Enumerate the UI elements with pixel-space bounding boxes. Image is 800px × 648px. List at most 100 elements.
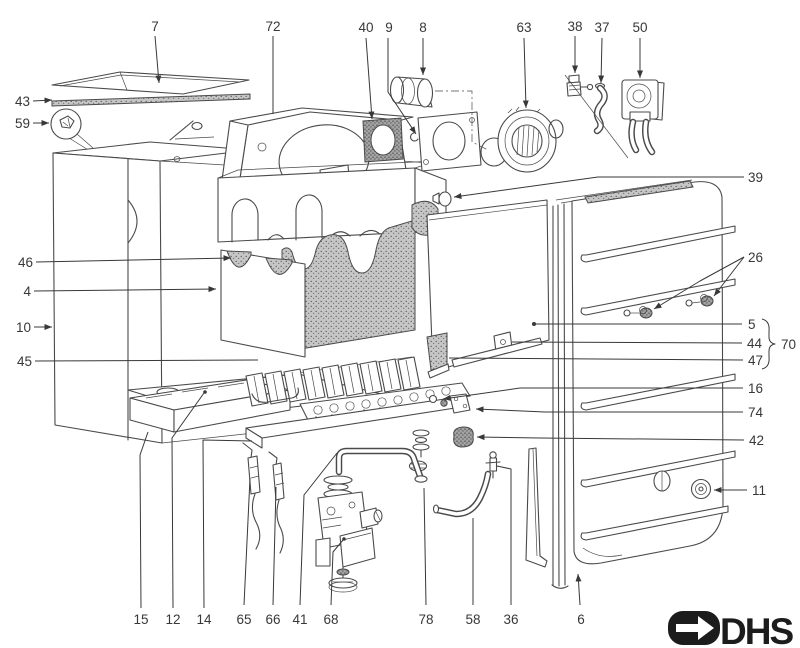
callout-26: 26 bbox=[748, 250, 763, 265]
part-fitting-36 bbox=[485, 451, 501, 479]
callout-38: 38 bbox=[567, 19, 582, 34]
leader-47 bbox=[448, 357, 744, 361]
leader-9 bbox=[387, 38, 417, 135]
callout-6: 6 bbox=[577, 612, 585, 627]
callout-40: 40 bbox=[358, 20, 373, 35]
callout-50: 50 bbox=[632, 20, 647, 35]
part-top-lid bbox=[51, 71, 250, 95]
part-burner-bars bbox=[239, 356, 421, 407]
detail-bubble-clip bbox=[50, 108, 94, 152]
leader-36 bbox=[496, 465, 512, 605]
logo-wordmark: DHS bbox=[720, 611, 793, 648]
callout-4: 4 bbox=[23, 284, 31, 299]
drawing bbox=[50, 71, 736, 593]
callout-44: 44 bbox=[747, 336, 763, 351]
leader-78 bbox=[423, 487, 427, 606]
leader-lines bbox=[32, 35, 776, 609]
leader-44 bbox=[511, 341, 743, 344]
leader-63 bbox=[522, 37, 529, 109]
callout-45: 45 bbox=[17, 354, 32, 369]
leader-74 bbox=[475, 406, 743, 413]
leader-66 bbox=[272, 486, 277, 606]
callout-5: 5 bbox=[748, 317, 756, 332]
leader-41 bbox=[299, 452, 338, 606]
part-electrode-right bbox=[268, 451, 285, 554]
part-fan bbox=[480, 106, 564, 173]
part-fan-plate bbox=[410, 111, 482, 172]
callout-72: 72 bbox=[265, 19, 280, 34]
callout-46: 46 bbox=[18, 255, 33, 270]
screw-pair-left bbox=[623, 306, 653, 319]
part-hose bbox=[432, 470, 492, 518]
leader-46 bbox=[35, 255, 232, 263]
leader-5-dot bbox=[532, 322, 536, 326]
part-inner-door bbox=[426, 191, 550, 379]
screw-pair-right bbox=[685, 294, 714, 307]
leader-65 bbox=[243, 477, 251, 606]
arrow-logo-icon bbox=[668, 611, 720, 645]
leader-39 bbox=[453, 176, 744, 199]
part-gas-pipe bbox=[335, 447, 428, 483]
leader-40 bbox=[365, 37, 375, 120]
part-insulation-rear bbox=[281, 219, 416, 353]
callout-43: 43 bbox=[15, 94, 30, 109]
callout-59: 59 bbox=[15, 116, 30, 131]
callout-41: 41 bbox=[292, 612, 307, 627]
brace-70 bbox=[761, 318, 776, 370]
part-flue-pipe bbox=[389, 76, 434, 108]
leader-45 bbox=[34, 359, 259, 362]
leader-15 bbox=[139, 431, 149, 609]
part-gas-valve bbox=[315, 475, 383, 593]
leader-26a bbox=[653, 256, 745, 310]
part-electrode-left bbox=[242, 442, 261, 550]
part-tube-37 bbox=[593, 82, 608, 135]
part-insulation-front bbox=[220, 200, 439, 358]
part-manifold bbox=[245, 393, 471, 449]
leader-4 bbox=[33, 286, 217, 293]
leader-14 bbox=[202, 439, 253, 609]
callout-78: 78 bbox=[418, 612, 433, 627]
leader-37 bbox=[598, 37, 605, 84]
leader-43 bbox=[32, 97, 53, 104]
part-fitting-38 bbox=[566, 74, 594, 97]
part-flue-gasket bbox=[362, 117, 404, 163]
leader-7 bbox=[154, 35, 162, 84]
callout-16: 16 bbox=[748, 381, 763, 396]
callout-8: 8 bbox=[419, 20, 427, 35]
callout-42: 42 bbox=[749, 433, 764, 448]
callout-37: 37 bbox=[594, 20, 609, 35]
callout-9: 9 bbox=[385, 20, 393, 35]
leader-68-dot bbox=[342, 537, 346, 541]
callout-74: 74 bbox=[748, 405, 764, 420]
brand-logo: DHS bbox=[668, 611, 795, 648]
callout-63: 63 bbox=[516, 20, 531, 35]
callout-12: 12 bbox=[165, 612, 180, 627]
callout-15: 15 bbox=[133, 612, 148, 627]
callout-7: 7 bbox=[151, 19, 159, 34]
leader-42 bbox=[476, 434, 745, 441]
centerline bbox=[435, 90, 489, 151]
callout-68: 68 bbox=[323, 612, 338, 627]
callout-65: 65 bbox=[236, 612, 251, 627]
part-side-panel bbox=[551, 179, 736, 589]
callout-14: 14 bbox=[196, 612, 212, 627]
callouts: 7 72 40 9 8 63 38 37 50 43 59 46 4 10 45… bbox=[15, 19, 796, 627]
leader-12-dot bbox=[203, 390, 207, 394]
leader-12 bbox=[171, 392, 205, 609]
callout-66: 66 bbox=[265, 612, 280, 627]
callout-70: 70 bbox=[781, 337, 796, 352]
callout-39: 39 bbox=[748, 170, 763, 185]
callout-58: 58 bbox=[465, 612, 480, 627]
callout-47: 47 bbox=[748, 353, 763, 368]
part-top-seal-strip bbox=[51, 93, 251, 107]
leader-26b bbox=[713, 256, 745, 297]
leader-16 bbox=[442, 387, 743, 401]
callout-10: 10 bbox=[16, 320, 31, 335]
callout-11: 11 bbox=[752, 483, 766, 498]
leader-68 bbox=[330, 539, 344, 606]
part-grommet-42 bbox=[453, 426, 474, 448]
leader-6 bbox=[575, 573, 582, 606]
part-pressure-switch bbox=[564, 74, 665, 159]
